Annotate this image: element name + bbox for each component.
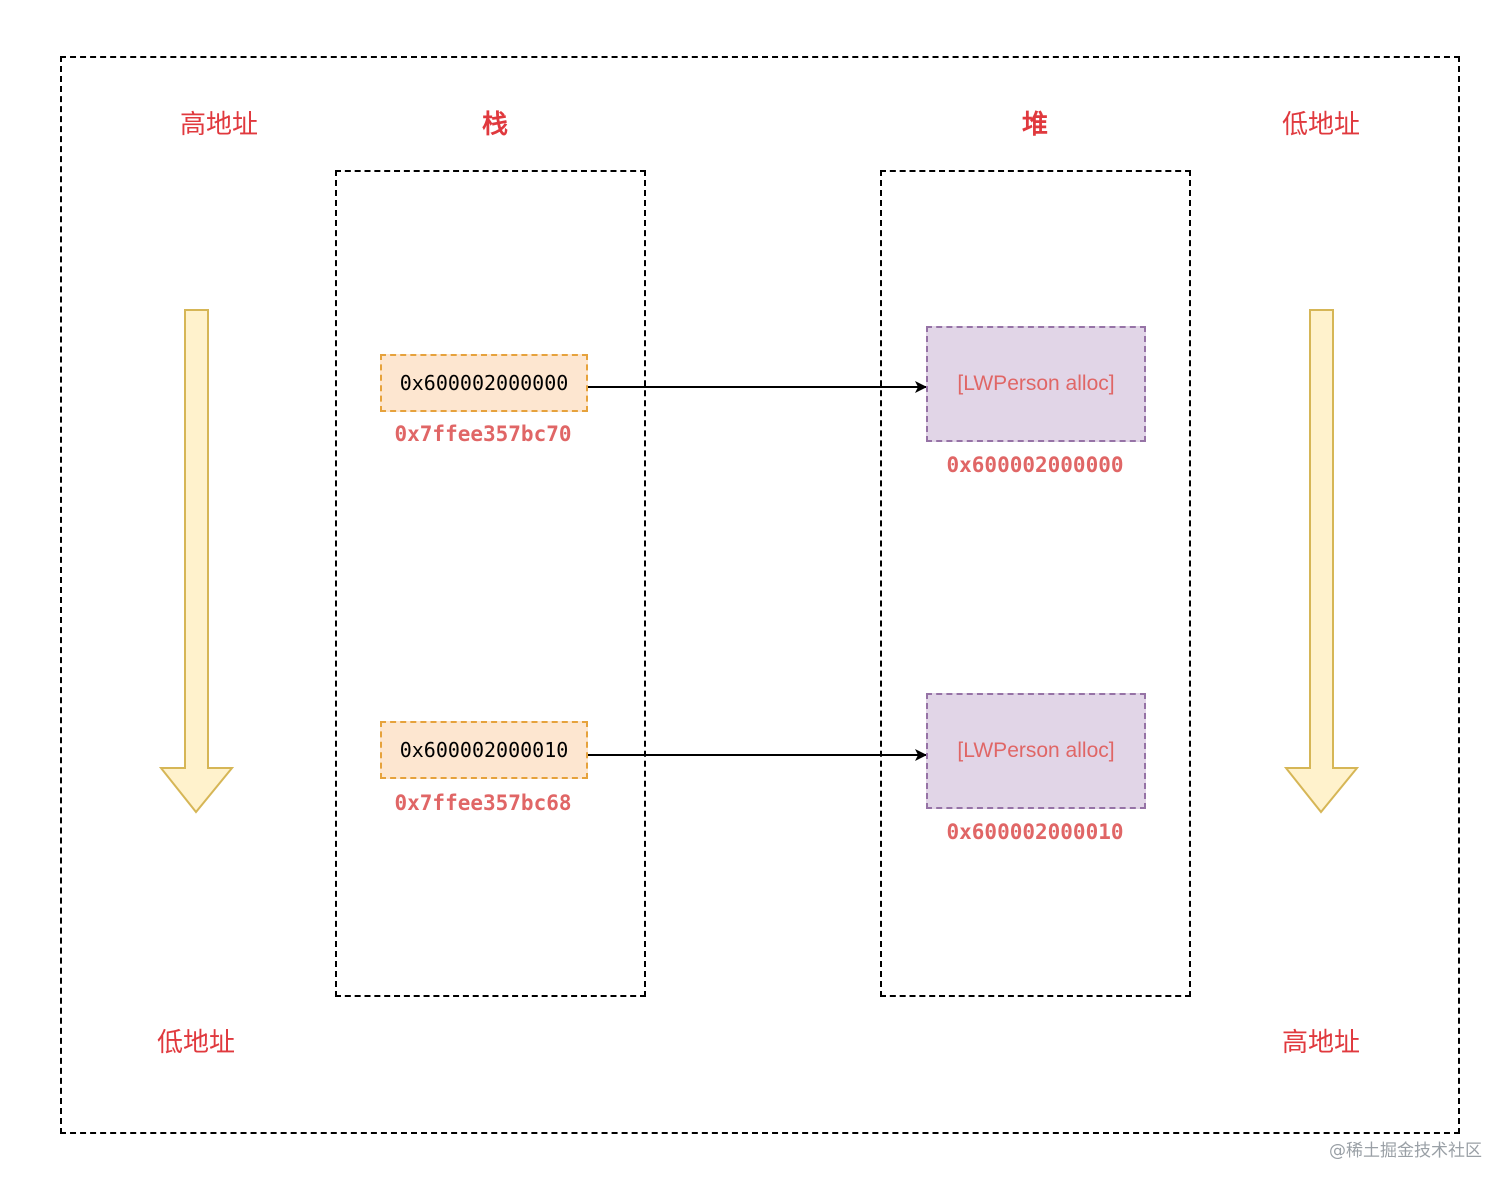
stack-cell-2-address: 0x7ffee357bc68 [394, 791, 572, 815]
heap-title: 堆 [1021, 110, 1049, 140]
watermark: @稀土掘金技术社区 [1329, 1141, 1482, 1161]
left-bottom-label: 低地址 [156, 1028, 236, 1058]
stack-cell-1: 0x600002000000 [380, 354, 588, 412]
heap-region [880, 170, 1191, 997]
stack-title: 栈 [481, 110, 509, 140]
right-bottom-label: 高地址 [1281, 1028, 1361, 1058]
left-top-label: 高地址 [179, 110, 259, 140]
diagram-frame [60, 56, 1460, 1134]
left-direction-arrow [158, 309, 235, 814]
stack-cell-2: 0x600002000010 [380, 721, 588, 779]
right-direction-arrow [1283, 309, 1360, 814]
stack-region [335, 170, 646, 997]
right-top-label: 低地址 [1281, 110, 1361, 140]
heap-object-1-address: 0x600002000000 [946, 453, 1124, 477]
heap-object-2: [LWPerson alloc] [926, 693, 1146, 809]
stack-cell-1-address: 0x7ffee357bc70 [394, 422, 572, 446]
heap-object-2-address: 0x600002000010 [946, 820, 1124, 844]
heap-object-1: [LWPerson alloc] [926, 326, 1146, 442]
